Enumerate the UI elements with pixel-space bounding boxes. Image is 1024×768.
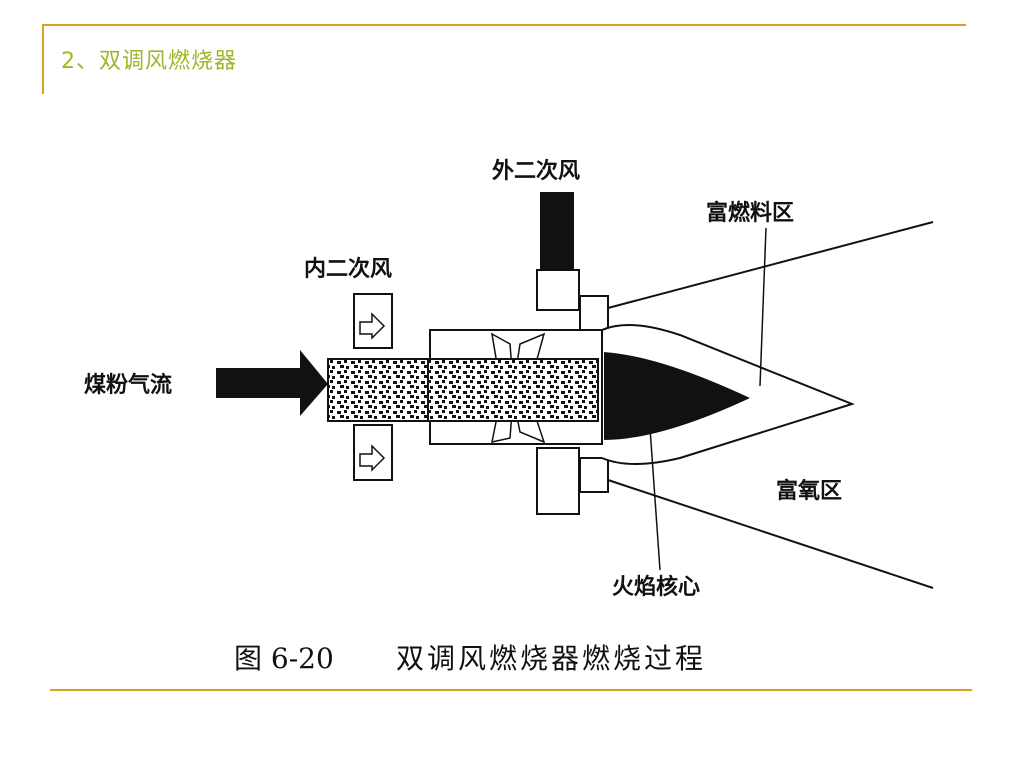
flame-outer-upper-line — [607, 221, 934, 309]
figure-number: 图 6-20 — [234, 642, 334, 675]
label-inner-secondary-air: 内二次风 — [304, 256, 392, 282]
outer-air-duct — [540, 192, 574, 272]
outer-nozzle-bottom — [579, 457, 609, 493]
label-coal-powder-flow: 煤粉气流 — [84, 372, 172, 398]
label-oxygen-rich-zone: 富氧区 — [776, 478, 842, 504]
label-flame-core: 火焰核心 — [612, 574, 700, 600]
outer-air-lower-block — [536, 447, 580, 515]
coal-flow-arrow — [216, 350, 328, 416]
figure-caption: 双调风燃烧器燃烧过程 — [396, 642, 706, 675]
outer-air-upper-block — [536, 269, 580, 311]
flame-core-shape — [604, 352, 750, 440]
slide-title: 2、双调风燃烧器 — [61, 49, 237, 74]
flame-core-leader-line — [649, 427, 661, 571]
fuel-rich-leader-line — [759, 227, 767, 387]
label-outer-secondary-air: 外二次风 — [492, 158, 580, 184]
top-accent-rule — [42, 24, 966, 26]
label-fuel-rich-zone: 富燃料区 — [706, 200, 794, 226]
flame-outer-lower-line — [607, 479, 934, 589]
bottom-accent-rule — [50, 689, 972, 691]
left-accent-rule — [42, 24, 44, 94]
coal-powder-tube — [327, 358, 599, 422]
outer-nozzle-top — [579, 295, 609, 331]
